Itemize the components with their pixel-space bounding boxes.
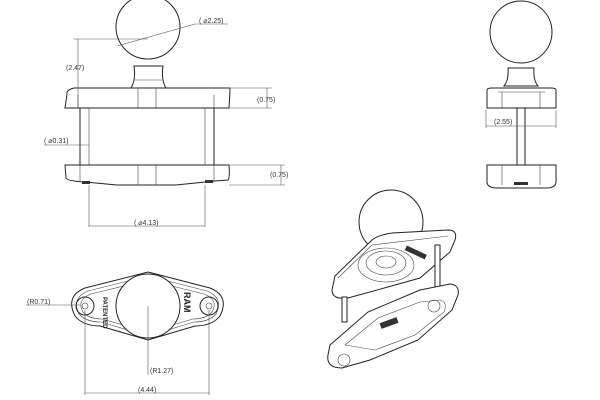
iso-bottom-plate [327, 283, 459, 369]
side-top-plate [486, 87, 557, 109]
dim-plate-depth: (2.55) [494, 119, 512, 126]
side-ball-neck [502, 67, 540, 87]
dim-hole-radius: (R0.71) [27, 299, 50, 306]
dim-bolt-diameter: ( ⌀0.31) [44, 138, 68, 145]
dim-hole-spacing: (4.44) [138, 387, 156, 394]
iso-top-plate [331, 229, 457, 299]
ball-neck [130, 65, 167, 89]
ram-marking: RAM [182, 292, 192, 313]
side-bottom-plate [486, 164, 557, 189]
dim-overall-height: (2.47) [66, 65, 84, 72]
bottom-plate [64, 164, 230, 186]
dim-ball-diameter: ( ⌀2.25) [199, 18, 223, 25]
iso-bolt-right [434, 244, 441, 288]
iso-bolt-left [341, 296, 348, 323]
isometric-view [327, 189, 459, 369]
dim-bottom-plate-thickness: (0.75) [270, 172, 288, 179]
left-hole [81, 302, 89, 310]
side-ball [489, 0, 553, 64]
dim-ball-radius: (R1.27) [150, 368, 173, 375]
right-hole [205, 302, 213, 310]
side-bolt [516, 107, 526, 166]
dim-plate-width: ( ⌀4.13) [134, 220, 158, 227]
side-view [485, 0, 557, 189]
ball [115, 0, 181, 60]
bottom-view [26, 271, 224, 395]
dim-top-plate-thickness: (0.75) [257, 97, 275, 104]
top-plate [64, 87, 231, 109]
front-view [44, 0, 285, 227]
patented-marking: PATENTED [101, 297, 107, 329]
